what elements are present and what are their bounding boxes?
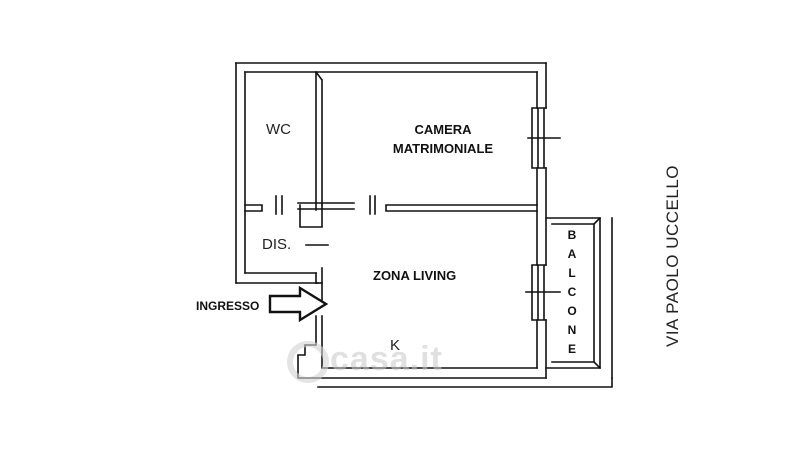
wall-bedroom-living [385, 204, 538, 212]
room-label-zona-living: ZONA LIVING [373, 268, 457, 283]
outer-wall-top [235, 62, 547, 73]
street-label: VIA PAOLO UCCELLO [663, 164, 682, 348]
balcone-letter: C [567, 285, 577, 299]
balcone-letter: N [567, 323, 577, 337]
outer-wall-right [536, 62, 547, 109]
balcony [545, 217, 601, 369]
watermark-logo [287, 341, 329, 383]
outer-wall-bottom [317, 377, 613, 388]
balcone-letter: E [567, 342, 576, 356]
entrance-arrow [268, 285, 329, 323]
outer-wall-left [235, 62, 246, 284]
balcone-letter: A [567, 247, 577, 261]
wall-wc-bedroom [314, 70, 324, 211]
room-label-kitchen: K [390, 337, 401, 354]
room-label-camera-line2: MATRIMONIALE [392, 141, 494, 156]
door-dis [299, 204, 323, 228]
balcone-letter: B [567, 228, 577, 242]
entrance-label: INGRESSO [196, 299, 260, 313]
room-label-dis: DIS. [262, 236, 292, 253]
balcone-letter: O [567, 304, 577, 318]
balcone-letter: L [568, 266, 576, 280]
room-label-camera-line1: CAMERA [414, 122, 472, 137]
room-label-balcone: B A L C O N E [565, 226, 579, 359]
room-label-camera: CAMERA MATRIMONIALE [378, 120, 508, 158]
room-label-wc: WC [266, 121, 291, 138]
watermark-text: casa.it [330, 340, 443, 378]
